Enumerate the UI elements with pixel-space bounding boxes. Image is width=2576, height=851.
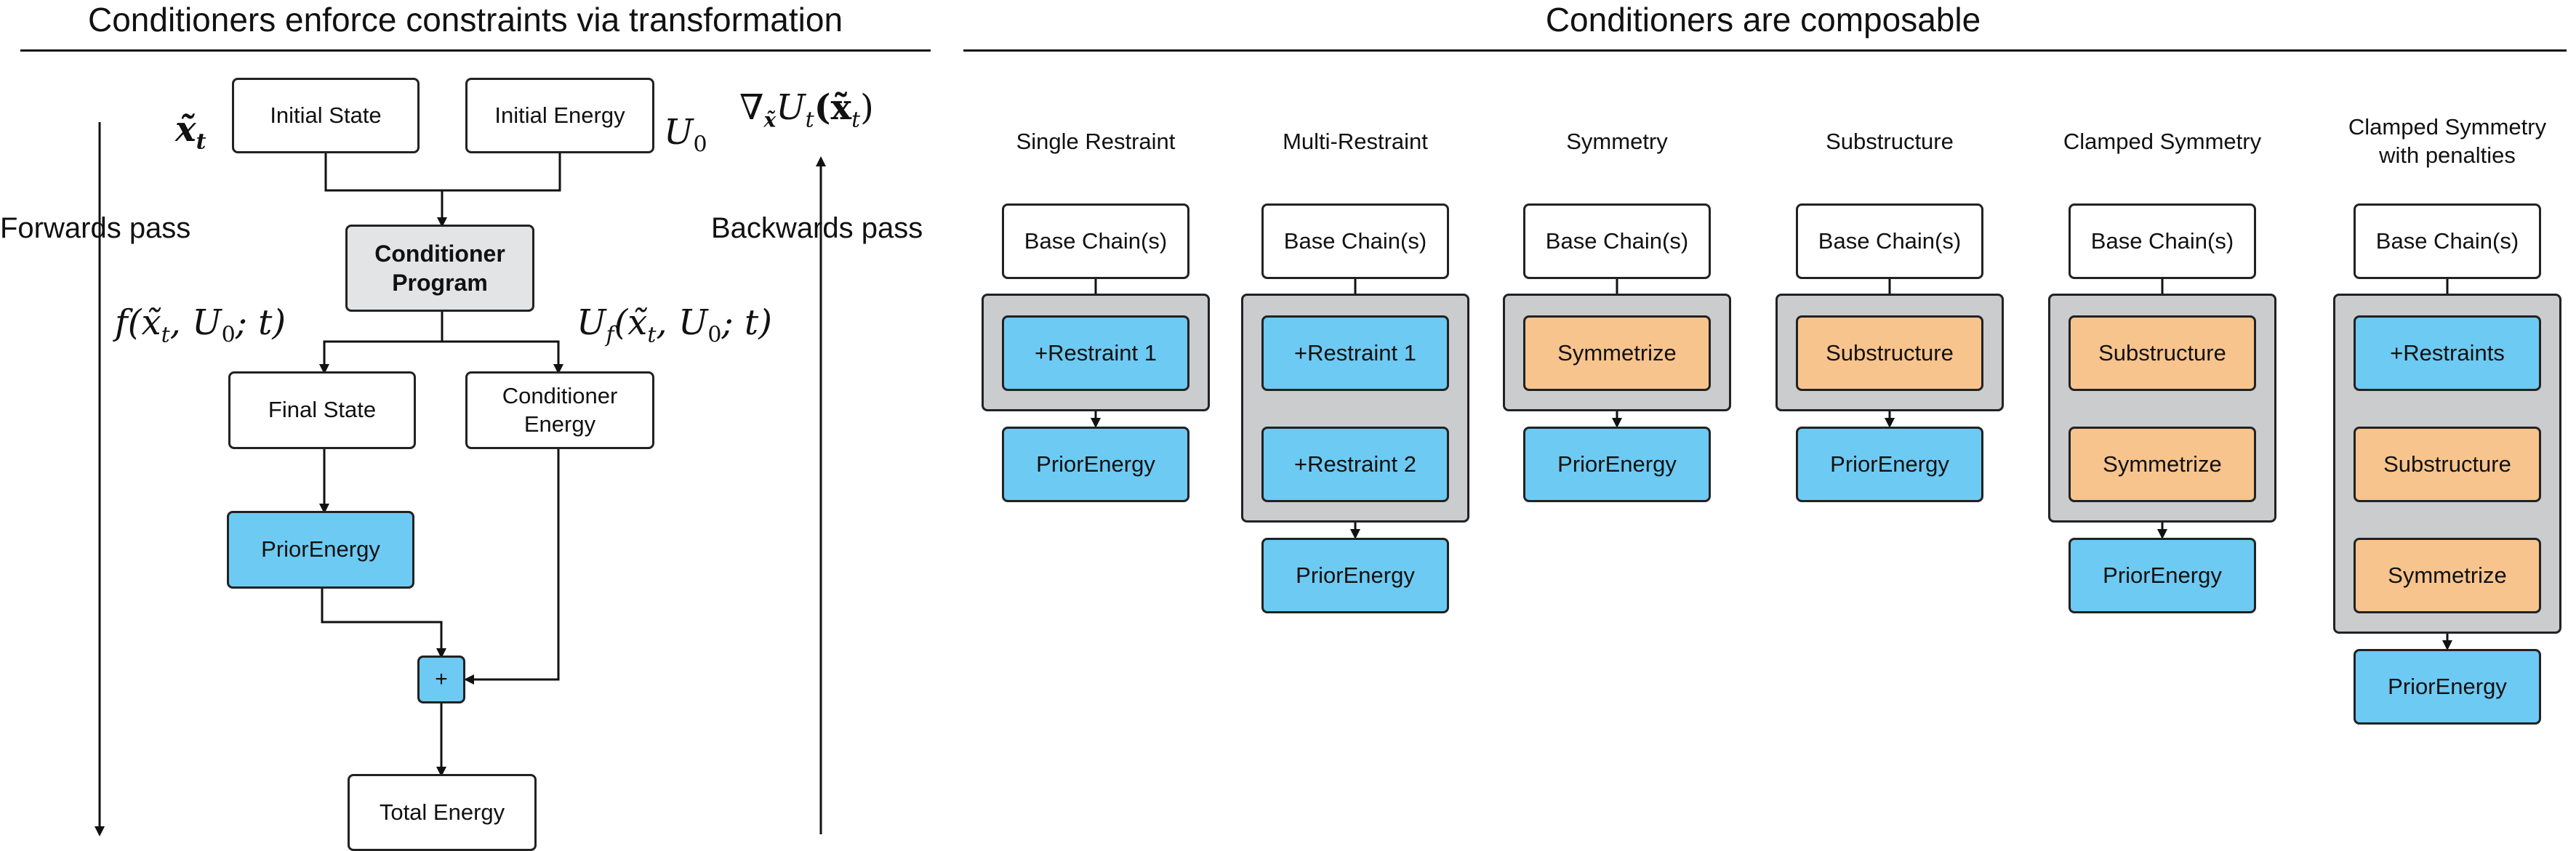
edge-initial-energy: [442, 153, 561, 192]
transform-node: Substructure: [1796, 315, 1983, 391]
restraint-node: +Restraints: [2354, 315, 2541, 391]
base-chains-node: Base Chain(s): [2354, 203, 2541, 279]
prior-energy-node: PriorEnergy: [1796, 427, 1983, 502]
transform-node: Substructure: [2354, 427, 2541, 502]
right-panel-rule: [963, 49, 2567, 52]
sum-node: +: [417, 656, 465, 703]
base-chains-node: Base Chain(s): [1261, 203, 1449, 279]
restraint-node: +Restraint 2: [1261, 427, 1449, 502]
prior-energy-node: PriorEnergy: [227, 511, 414, 589]
column-title: Clamped Symmetry with penalties: [2348, 114, 2547, 168]
column-title: Multi-Restraint: [1283, 129, 1428, 154]
column-title: Single Restraint: [1016, 129, 1176, 154]
column-title: Substructure: [1826, 129, 1954, 154]
backwards-pass-label: Backwards pass: [711, 212, 923, 244]
restraint-node: +Restraint 1: [1261, 315, 1449, 391]
edge-prior-to-plus: [321, 588, 446, 658]
final-state-node: Final State: [228, 371, 416, 449]
column-title: Clamped Symmetry: [2063, 129, 2262, 154]
transform-node: Symmetrize: [2069, 427, 2256, 502]
base-chains-node: Base Chain(s): [1796, 203, 1983, 279]
base-chains-node: Base Chain(s): [2069, 203, 2256, 279]
xt-symbol: x̃t: [175, 109, 206, 155]
u0-symbol: U0: [664, 112, 707, 158]
left-panel-rule: [20, 49, 931, 52]
transform-node: Symmetrize: [2354, 538, 2541, 613]
initial-energy-node: Initial Energy: [465, 78, 654, 153]
conditioner-energy-node: Conditioner Energy: [465, 371, 654, 449]
base-chains-node: Base Chain(s): [1523, 203, 1711, 279]
edge-initial-state: [324, 153, 442, 192]
transform-node: Symmetrize: [1523, 315, 1711, 391]
prior-energy-node: PriorEnergy: [1261, 538, 1449, 613]
prior-energy-node: PriorEnergy: [2354, 649, 2541, 725]
restraint-node: +Restraint 1: [1002, 315, 1189, 391]
transform-node: Substructure: [2069, 315, 2256, 391]
total-energy-node: Total Energy: [348, 774, 537, 851]
base-chains-node: Base Chain(s): [1002, 203, 1189, 279]
conditioner-program-node: Conditioner Program: [345, 225, 534, 312]
edge-to-final-state: [319, 340, 442, 374]
right-panel-title: Conditioners are composable: [1545, 1, 1981, 39]
uf-expression: Uf(x̃t, U0; t): [577, 302, 772, 348]
forwards-pass-label: Forwards pass: [0, 212, 191, 244]
edge-energy-to-plus: [464, 448, 560, 685]
initial-state-node: Initial State: [232, 78, 420, 153]
left-panel-title: Conditioners enforce constraints via tra…: [87, 1, 843, 39]
edge-to-conditioner-energy: [442, 340, 563, 374]
prior-energy-node: PriorEnergy: [1523, 427, 1711, 502]
f-expression: f(x̃t, U0; t): [115, 302, 286, 348]
gradient-expression: ∇x̃Ut(x̃t): [739, 87, 874, 133]
prior-energy-node: PriorEnergy: [1002, 427, 1189, 502]
prior-energy-node: PriorEnergy: [2069, 538, 2256, 613]
column-title: Symmetry: [1566, 129, 1668, 154]
